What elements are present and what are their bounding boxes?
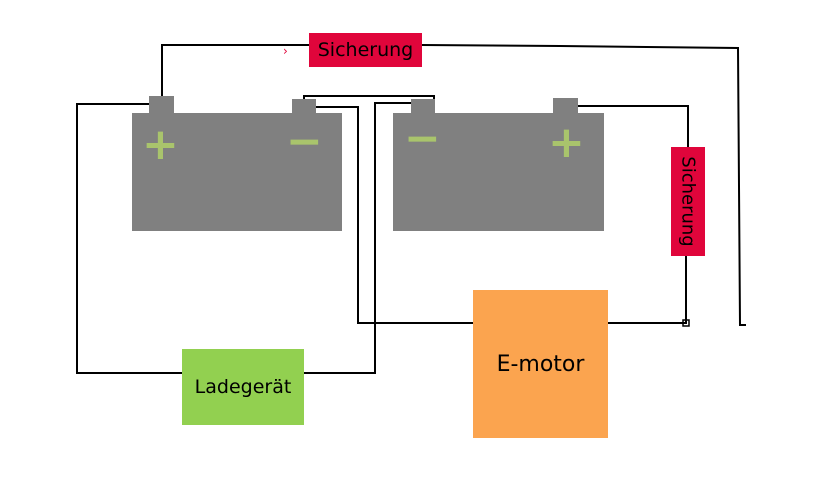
- battery-left-plus-symbol: +: [142, 119, 179, 170]
- wire-charger-right: [304, 102, 413, 374]
- wire-minus-link: [303, 95, 435, 100]
- motor-label: E-motor: [496, 351, 585, 377]
- battery-right-plus-terminal: [553, 98, 578, 114]
- battery-right-plus-symbol: +: [548, 117, 585, 168]
- fuse-right: Sicherung: [671, 147, 705, 256]
- fuse-right-label: Sicherung: [677, 156, 699, 247]
- battery-right-minus-symbol: −: [404, 113, 441, 164]
- battery-right-minus-terminal: [411, 99, 435, 114]
- battery-left-minus-symbol: −: [286, 116, 323, 167]
- wire-top: [161, 44, 309, 96]
- battery-right: [393, 113, 604, 231]
- wire-left-charger: [76, 103, 182, 374]
- battery-left: [132, 113, 342, 231]
- battery-left-plus-terminal: [149, 96, 174, 114]
- charger-label: Ladegerät: [194, 376, 292, 398]
- charger: Ladegerät: [182, 349, 304, 425]
- junction: [682, 319, 690, 327]
- small-mark: ›: [283, 44, 288, 58]
- battery-left-minus-terminal: [292, 99, 316, 114]
- wire-top-right: [421, 44, 746, 326]
- wire-minus-motor: [316, 106, 473, 324]
- wire-motor-fuse: [608, 256, 687, 324]
- fuse-top-label: Sicherung: [317, 39, 414, 61]
- motor: E-motor: [473, 290, 608, 438]
- fuse-top: Sicherung: [309, 33, 422, 67]
